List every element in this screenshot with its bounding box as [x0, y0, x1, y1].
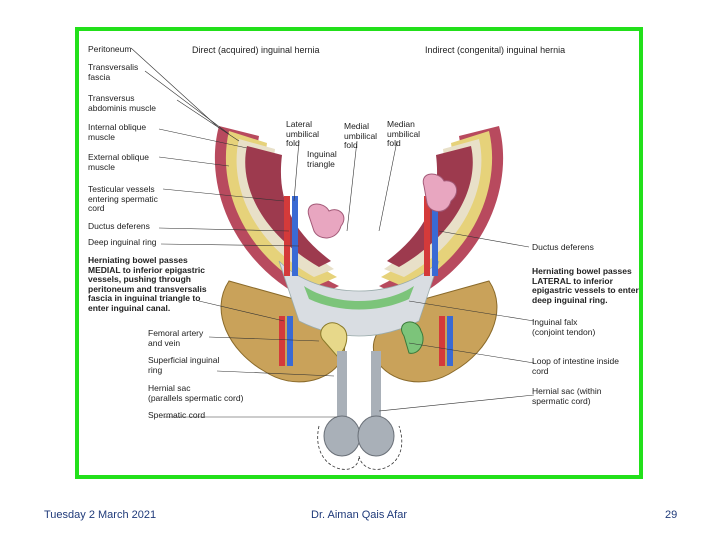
label-testicular-vessels: Testicular vessels entering spermatic co…: [88, 184, 158, 213]
direct-hernia-heading: Direct (acquired) inguinal hernia: [192, 45, 320, 55]
label-deep-inguinal-ring: Deep inguinal ring: [88, 237, 157, 247]
footer-page-number: 29: [665, 509, 678, 521]
label-transversus-abdominis: Transversus abdominis muscle: [88, 93, 157, 113]
label-ductus-deferens-right: Ductus deferens: [532, 242, 594, 252]
label-internal-oblique: Internal oblique muscle: [88, 122, 147, 142]
label-median-umbilical-fold: Median umbilical fold: [387, 119, 421, 148]
indirect-hernia-heading: Indirect (congenital) inguinal hernia: [425, 45, 566, 55]
label-transversalis-fascia: Transversalis fascia: [88, 62, 139, 82]
inguinal-hernia-illustration: [130, 47, 535, 470]
label-superficial-inguinal-ring: Superficial inguinal ring: [148, 355, 220, 375]
label-peritoneum: Peritoneum: [88, 44, 132, 54]
bowel-loops: [307, 173, 458, 357]
label-lateral-umbilical-fold: Lateral umbilical fold: [286, 119, 320, 148]
spermatic-cords: [317, 351, 402, 470]
vessels: [279, 196, 453, 366]
label-external-oblique: External oblique muscle: [88, 152, 149, 172]
figure-frame: Direct (acquired) inguinal hernia Indire…: [75, 27, 643, 479]
label-inguinal-triangle: Inguinal triangle: [307, 149, 337, 169]
label-medial-umbilical-fold: Medial umbilical fold: [344, 121, 378, 150]
footer-date: Tuesday 2 March 2021: [44, 509, 157, 521]
label-spermatic-cord: Spermatic cord: [148, 410, 206, 420]
label-ductus-deferens-left: Ductus deferens: [88, 221, 150, 231]
label-direct-hernia-note: Herniating bowel passes MEDIAL to inferi…: [88, 255, 207, 313]
abdominal-wall-right: [379, 126, 504, 301]
leader-lines: [130, 47, 535, 418]
label-hernial-sac-indirect: Hernial sac (within spermatic cord): [532, 386, 602, 406]
footer-author: Dr. Aiman Qais Afar: [311, 509, 407, 521]
label-hernial-sac-direct: Hernial sac (parallels spermatic cord): [148, 383, 244, 403]
label-indirect-hernia-note: Herniating bowel passes LATERAL to infer…: [532, 266, 639, 305]
abdominal-wall-left: [214, 126, 339, 301]
label-inguinal-falx: Inguinal falx (conjoint tendon): [532, 317, 596, 337]
label-loop-of-intestine: Loop of intestine inside cord: [532, 356, 619, 376]
label-femoral-artery-vein: Femoral artery and vein: [148, 328, 204, 348]
